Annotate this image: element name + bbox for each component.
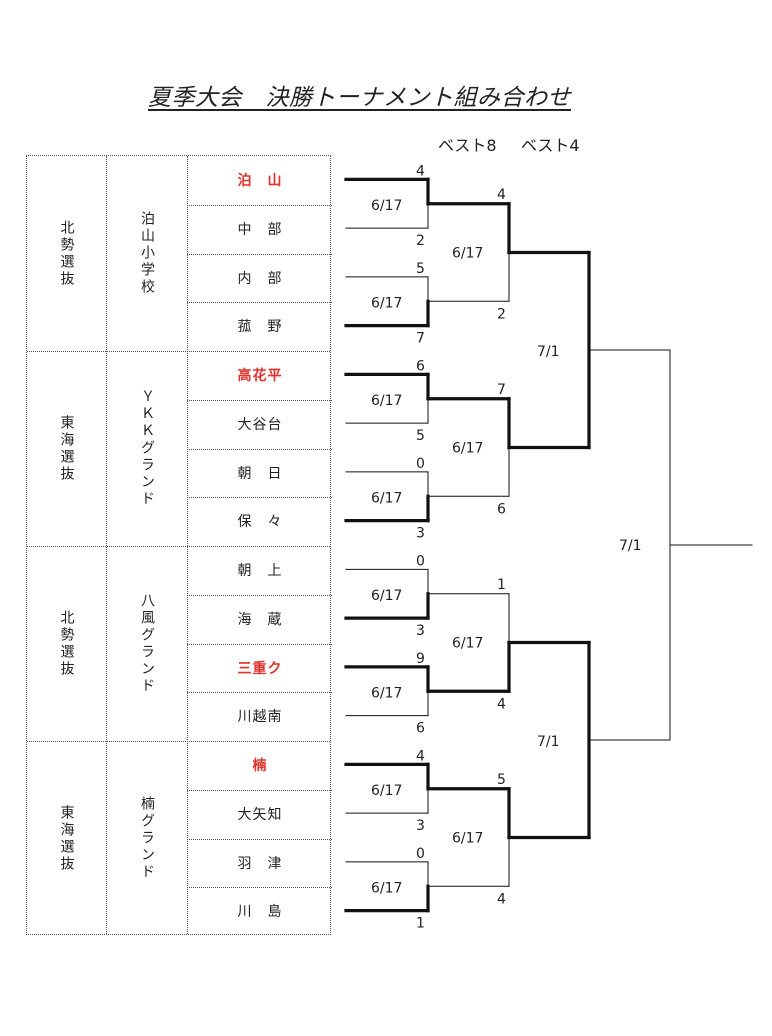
match-date: 6/17 — [371, 685, 402, 701]
team-divider — [187, 594, 332, 596]
score-label: 5 — [497, 772, 506, 788]
venue-name-text: 泊山小学校 — [139, 211, 155, 296]
team-cell: 羽 津 — [237, 855, 283, 872]
score-label: 4 — [497, 696, 506, 712]
match-date: 6/17 — [452, 441, 483, 457]
match-date: 6/17 — [371, 393, 402, 409]
score-label: 5 — [416, 261, 425, 277]
score-label: 2 — [497, 306, 506, 322]
team-cell: 泊 山 — [237, 173, 283, 189]
team-divider — [187, 643, 332, 645]
score-label: 4 — [416, 163, 425, 179]
team-cell: 川越南 — [237, 709, 283, 726]
match-date: 6/17 — [371, 880, 402, 896]
score-label: 3 — [416, 526, 425, 542]
team-cell: 朝 日 — [237, 465, 283, 482]
team-cell: 大矢知 — [237, 806, 283, 823]
team-divider — [187, 887, 332, 889]
score-label: 4 — [497, 891, 506, 907]
venue-name: 楠グランド — [107, 741, 187, 936]
score-label: 1 — [416, 916, 425, 932]
score-label: 3 — [416, 623, 425, 639]
score-label: 1 — [497, 577, 506, 593]
score-label: 6 — [497, 501, 506, 517]
match-date: 6/17 — [452, 636, 483, 652]
group-divider — [27, 546, 330, 547]
team-cell: 三重ク — [237, 660, 283, 677]
round-label-best8: ベスト8 — [438, 136, 497, 155]
table-divider — [106, 156, 107, 934]
group-name: 北勢選抜 — [27, 546, 106, 741]
match-date: 7/1 — [537, 344, 560, 360]
team-divider — [187, 253, 332, 255]
match-date: 6/17 — [452, 246, 483, 262]
venue-name-text: 八風グランド — [139, 592, 155, 695]
round-label-best4: ベスト4 — [521, 136, 580, 155]
team-divider — [187, 204, 332, 206]
venue-name: 八風グランド — [107, 546, 187, 741]
team-divider — [187, 448, 332, 450]
group-name: 北勢選抜 — [27, 156, 106, 351]
group-name-text: 東海選抜 — [58, 414, 75, 483]
score-label: 5 — [416, 428, 425, 444]
team-cell: 朝 上 — [237, 563, 283, 579]
group-divider — [27, 741, 330, 742]
score-label: 6 — [416, 721, 425, 737]
match-date: 7/1 — [537, 734, 560, 750]
group-name-text: 東海選抜 — [58, 804, 75, 873]
team-cell: 中 部 — [237, 221, 283, 238]
match-date: 6/17 — [371, 295, 402, 311]
team-divider — [187, 399, 332, 401]
score-label: 7 — [416, 331, 425, 347]
team-cell: 海 蔵 — [237, 611, 283, 628]
match-date: 6/17 — [371, 490, 402, 506]
team-cell: 保 々 — [237, 514, 283, 531]
team-divider — [187, 497, 332, 499]
score-label: 4 — [416, 748, 425, 764]
team-divider — [187, 838, 332, 840]
team-cell: 楠 — [252, 758, 268, 774]
score-label: 0 — [416, 553, 425, 569]
score-label: 4 — [497, 187, 506, 203]
team-cell: 大谷台 — [237, 416, 283, 433]
match-date: 6/17 — [452, 831, 483, 847]
team-cell: 川 島 — [237, 904, 283, 921]
venue-name: 泊山小学校 — [107, 156, 187, 351]
team-divider — [187, 692, 332, 694]
group-name-text: 北勢選抜 — [58, 219, 75, 288]
score-label: 3 — [416, 818, 425, 834]
venue-name-text: ＹＫＫグランド — [139, 389, 155, 508]
match-date: 7/1 — [619, 538, 642, 554]
venue-name: ＹＫＫグランド — [107, 351, 187, 546]
score-label: 9 — [416, 651, 425, 667]
group-name-text: 北勢選抜 — [58, 609, 75, 678]
score-label: 0 — [416, 456, 425, 472]
group-name: 東海選抜 — [27, 351, 106, 546]
match-date: 6/17 — [371, 588, 402, 604]
score-label: 7 — [497, 382, 506, 398]
score-label: 6 — [416, 358, 425, 374]
team-cell: 高花平 — [237, 368, 283, 384]
team-divider — [187, 302, 332, 304]
match-date: 6/17 — [371, 198, 402, 214]
team-divider — [187, 789, 332, 791]
team-cell: 菰 野 — [237, 319, 283, 336]
score-label: 2 — [416, 233, 425, 249]
table-divider — [187, 156, 188, 934]
group-name: 東海選抜 — [27, 741, 106, 936]
team-cell: 内 部 — [237, 270, 283, 287]
venue-name-text: 楠グランド — [139, 796, 155, 881]
match-date: 6/17 — [371, 783, 402, 799]
page-title: 夏季大会 決勝トーナメント組み合わせ — [148, 85, 571, 111]
score-label: 0 — [416, 846, 425, 862]
group-divider — [27, 351, 330, 352]
